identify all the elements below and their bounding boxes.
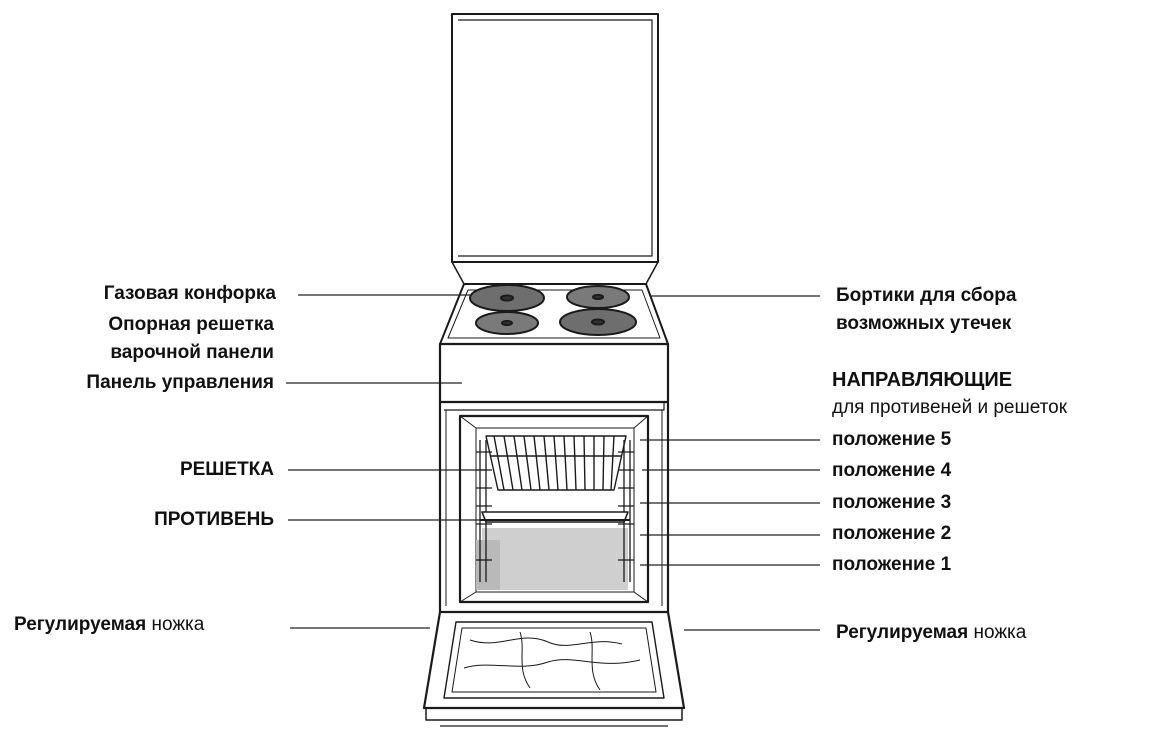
label-pos1: положение 1: [832, 554, 951, 576]
label-guides-title: НАПРАВЛЯЮЩИЕ: [832, 369, 1012, 391]
label-pos2: положение 2: [832, 523, 951, 545]
label-grate-line2: варочной панели: [110, 342, 274, 364]
label-control-panel: Панель управления: [86, 372, 274, 394]
hotplate-back-right: [567, 286, 629, 308]
label-pos5: положение 5: [832, 429, 951, 451]
label-foot-right: Регулируемая ножка: [836, 622, 1026, 644]
hotplate-front-right: [560, 309, 636, 335]
label-spill-line1: Бортики для сбора: [836, 285, 1016, 307]
label-foot-left-normal: ножка: [151, 614, 204, 635]
label-foot-right-bold: Регулируемая: [836, 622, 968, 643]
label-pos3: положение 3: [832, 492, 951, 514]
label-gas-burner: Газовая конфорка: [104, 283, 276, 305]
label-foot-left-bold: Регулируемая: [14, 614, 146, 635]
lid: [452, 14, 658, 284]
control-panel: [440, 344, 668, 410]
oven-door: [424, 612, 684, 726]
label-tray: ПРОТИВЕНЬ: [154, 509, 274, 531]
label-guides-sub: для противеней и решеток: [832, 397, 1067, 419]
hotplate-front-left: [476, 312, 538, 334]
label-foot-right-normal: ножка: [973, 622, 1026, 643]
oven-rack: [486, 436, 626, 490]
label-grate-line1: Опорная решетка: [108, 314, 274, 336]
label-rack: РЕШЕТКА: [180, 459, 274, 481]
label-pos4: положение 4: [832, 460, 951, 482]
label-foot-left: Регулируемая ножка: [14, 614, 204, 636]
oven-tray: [480, 512, 630, 522]
hotplate-back-left: [470, 285, 544, 311]
label-spill-line2: возможных утечек: [836, 313, 1011, 335]
